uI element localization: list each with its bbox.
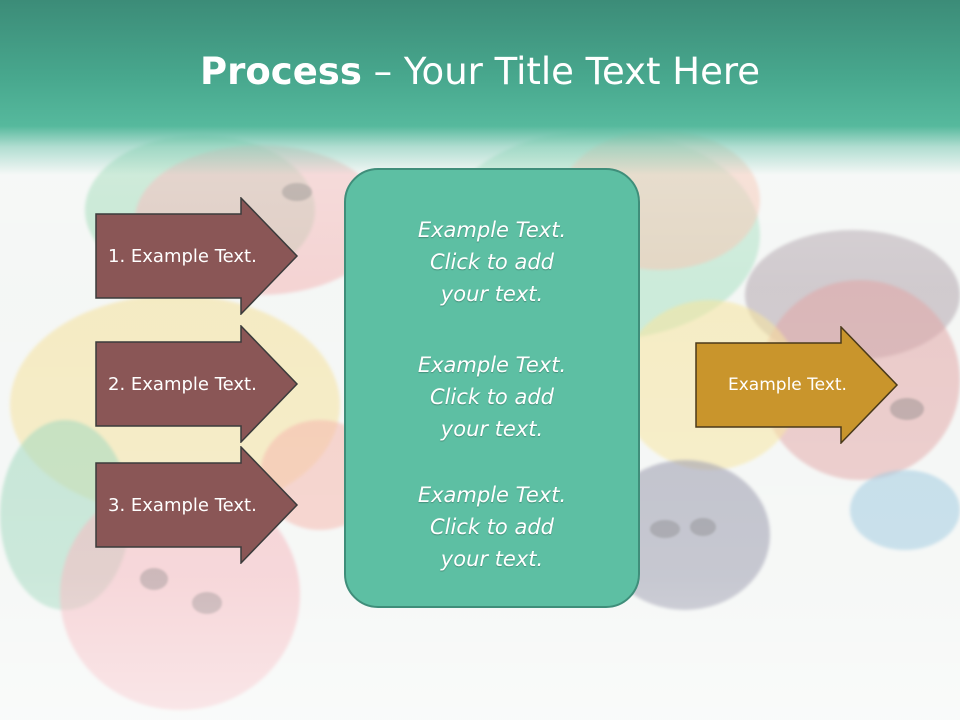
result-arrow[interactable]: Example Text.: [695, 326, 899, 444]
process-arrow-3[interactable]: 3. Example Text.: [95, 446, 299, 564]
arrow-shape: [695, 326, 899, 444]
panel-text-block-2[interactable]: Example Text. Click to add your text.: [346, 349, 638, 445]
process-arrow-2[interactable]: 2. Example Text.: [95, 325, 299, 443]
panel-text-line: Click to add: [429, 385, 554, 409]
panel-text-line: your text.: [440, 417, 544, 441]
panel-text-line: Example Text.: [417, 218, 567, 242]
panel-text-line: Example Text.: [417, 483, 567, 507]
panel-text-line: Click to add: [429, 250, 554, 274]
panel-text-line: your text.: [440, 547, 544, 571]
panel-text-block-1[interactable]: Example Text. Click to add your text.: [346, 214, 638, 310]
arrow-shape: [95, 325, 299, 443]
arrow-shape: [95, 446, 299, 564]
arrow-shape: [95, 197, 299, 315]
center-text-panel[interactable]: Example Text. Click to add your text. Ex…: [344, 168, 640, 608]
panel-text-block-3[interactable]: Example Text. Click to add your text.: [346, 479, 638, 575]
title-banner: Process – Your Title Text Here: [0, 0, 960, 175]
slide-title[interactable]: Process – Your Title Text Here: [199, 50, 761, 93]
panel-text-line: Click to add: [429, 515, 554, 539]
result-label: Example Text.: [728, 375, 847, 395]
panel-text-line: Example Text.: [417, 353, 567, 377]
process-arrow-1[interactable]: 1. Example Text.: [95, 197, 299, 315]
process-step-label: 1. Example Text.: [108, 245, 257, 267]
panel-text-line: your text.: [440, 282, 544, 306]
process-step-label: 2. Example Text.: [108, 373, 257, 395]
process-step-label: 3. Example Text.: [108, 494, 257, 516]
